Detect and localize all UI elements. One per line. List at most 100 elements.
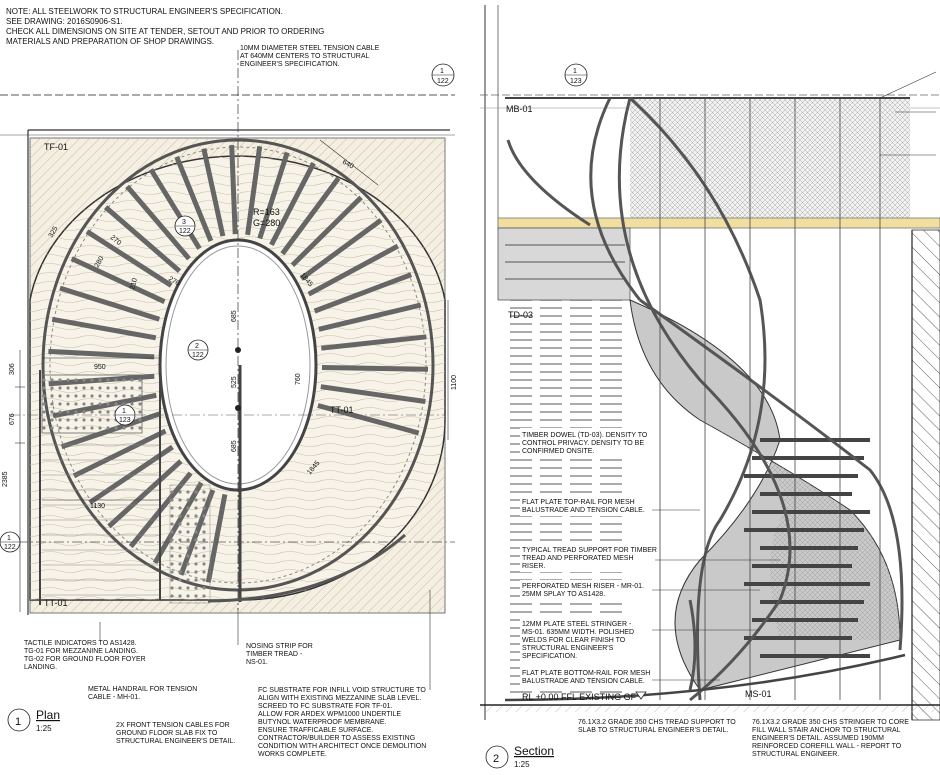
- going-label: G=280: [253, 218, 280, 228]
- mezzanine-slab: [497, 217, 940, 229]
- svg-text:BUTYNOL WATERPROOF MEMBRANE.: BUTYNOL WATERPROOF MEMBRANE.: [258, 719, 387, 726]
- section-callout-1-122[interactable]: 1 122: [431, 63, 455, 87]
- handrail-line: [49, 146, 427, 584]
- svg-text:TIMBER DOWEL (TD-03). DENSITY: TIMBER DOWEL (TD-03). DENSITY TO: [522, 432, 648, 439]
- svg-text:122: 122: [437, 78, 449, 85]
- svg-text:3: 3: [182, 219, 186, 226]
- level-marker-icon: [635, 691, 647, 700]
- svg-text:FC SUBSTRATE FOR INFILL VOID S: FC SUBSTRATE FOR INFILL VOID STRUCTURE T…: [258, 687, 426, 694]
- svg-text:STRUCTURAL ENGINEER'S DETAIL.: STRUCTURAL ENGINEER'S DETAIL.: [116, 738, 235, 745]
- note-nosing: NOSING STRIP FOR TIMBER TREAD - NS-01.: [246, 643, 313, 666]
- svg-text:1: 1: [15, 716, 21, 728]
- tread: [70, 256, 166, 304]
- tag-tf01: TF-01: [44, 142, 68, 152]
- note-backing: [520, 667, 650, 687]
- tread: [51, 316, 157, 341]
- svg-text:ENSURE TRAFFICABLE SURFACE.: ENSURE TRAFFICABLE SURFACE.: [258, 727, 373, 734]
- svg-text:1: 1: [7, 535, 11, 542]
- svg-text:685: 685: [231, 310, 238, 322]
- tread: [245, 146, 263, 236]
- svg-text:STRUCTURAL ENGINEER.: STRUCTURAL ENGINEER.: [752, 751, 839, 758]
- svg-text:REINFORCED COREFILL WALL - REP: REINFORCED COREFILL WALL - REPORT TO: [752, 743, 902, 750]
- svg-text:FLAT PLATE BOTTOM-RAIL FOR MES: FLAT PLATE BOTTOM-RAIL FOR MESH: [522, 670, 650, 677]
- svg-text:WELDS FOR CLEAR FINISH TO: WELDS FOR CLEAR FINISH TO: [522, 637, 626, 644]
- svg-text:210: 210: [129, 277, 139, 290]
- callout-2-122[interactable]: 2 122: [187, 339, 209, 361]
- svg-text:76.1X3.2 GRADE 350 CHS TREAD S: 76.1X3.2 GRADE 350 CHS TREAD SUPPORT TO: [578, 719, 736, 726]
- svg-text:TYPICAL TREAD SUPPORT FOR TIMB: TYPICAL TREAD SUPPORT FOR TIMBER: [522, 547, 657, 554]
- svg-text:760: 760: [295, 373, 302, 385]
- mesh-pattern: [630, 98, 910, 226]
- section-title-block: 2 Section 1:25: [485, 744, 554, 769]
- tread: [205, 493, 228, 583]
- tag-tt01: TT-01: [44, 598, 68, 608]
- level-label: RL +0.00 FFL EXISTING GF: [522, 692, 637, 702]
- svg-text:RISER.: RISER.: [522, 563, 545, 570]
- ground-slab: [480, 706, 940, 712]
- callout-1-123[interactable]: 1 123: [114, 404, 136, 426]
- centre-point: [235, 347, 241, 353]
- tread: [148, 168, 202, 250]
- svg-text:1: 1: [440, 68, 444, 75]
- svg-text:1:25: 1:25: [514, 760, 530, 769]
- section-view: MB-01 TD-03 MS-01 RL +0.00 FFL EXISTING …: [431, 5, 940, 769]
- svg-text:122: 122: [179, 228, 191, 235]
- svg-text:CONTRACTOR/BUILDER TO ASSESS E: CONTRACTOR/BUILDER TO ASSESS EXISTING: [258, 735, 415, 742]
- svg-text:1:25: 1:25: [36, 724, 52, 733]
- svg-text:122: 122: [4, 544, 16, 551]
- svg-text:12MM PLATE STEEL STRINGER -: 12MM PLATE STEEL STRINGER -: [522, 621, 632, 628]
- svg-text:325: 325: [48, 225, 60, 239]
- tread: [321, 365, 429, 372]
- tread-group: [48, 145, 429, 583]
- tread: [229, 145, 238, 235]
- svg-text:METAL HANDRAIL FOR TENSION: METAL HANDRAIL FOR TENSION: [88, 686, 197, 693]
- svg-text:TREAD AND PERFORATED MESH: TREAD AND PERFORATED MESH: [522, 555, 634, 562]
- section-callout-1-123[interactable]: 1 123: [564, 63, 588, 87]
- svg-text:TACTILE INDICATORS TO AS1428.: TACTILE INDICATORS TO AS1428.: [24, 640, 137, 647]
- tread: [269, 162, 316, 246]
- svg-text:640: 640: [341, 159, 355, 171]
- svg-text:STRUCTURAL ENGINEER'S: STRUCTURAL ENGINEER'S: [522, 645, 614, 652]
- tactile-tg02: [169, 484, 211, 604]
- tread: [290, 195, 363, 267]
- timber-planks: [42, 444, 160, 596]
- tread: [257, 151, 290, 240]
- tread: [201, 148, 226, 237]
- tread: [107, 459, 183, 529]
- svg-text:306: 306: [9, 363, 16, 375]
- callout-3-122[interactable]: 3 122: [174, 215, 196, 237]
- svg-text:BALUSTRADE AND TENSION CABLE.: BALUSTRADE AND TENSION CABLE.: [522, 507, 645, 514]
- general-note-line: CHECK ALL DIMENSIONS ON SITE AT TENDER, …: [6, 27, 324, 36]
- tag-tt01: TT-01: [330, 405, 354, 415]
- leader-lines-right: [879, 71, 937, 156]
- note-dowel: TIMBER DOWEL (TD-03). DENSITY TO CONTROL…: [522, 432, 648, 455]
- svg-text:2: 2: [493, 753, 499, 765]
- svg-text:GROUND FLOOR SLAB FIX TO: GROUND FLOOR SLAB FIX TO: [116, 730, 218, 737]
- helical-rails: [506, 96, 904, 702]
- bottom-handrail: [207, 533, 406, 603]
- tread: [320, 384, 426, 404]
- centre-point: [235, 405, 241, 411]
- note-backing: [520, 618, 650, 662]
- note-stringer: 12MM PLATE STEEL STRINGER - MS-01. 635MM…: [522, 621, 634, 660]
- note-tactile: TACTILE INDICATORS TO AS1428. TG-01 FOR …: [24, 640, 146, 671]
- svg-text:25MM SPLAY TO AS1428.: 25MM SPLAY TO AS1428.: [522, 591, 605, 598]
- svg-text:ALLOW FOR ARDEX WPM1000 UNDERT: ALLOW FOR ARDEX WPM1000 UNDERTILE: [258, 711, 401, 718]
- general-note-line: MATERIALS AND PREPARATION OF SHOP DRAWIN…: [6, 37, 214, 46]
- tread: [103, 205, 182, 273]
- tag-td03: TD-03: [508, 310, 533, 320]
- tread: [318, 302, 422, 332]
- tag-mb01: MB-01: [506, 104, 533, 114]
- callout-1-122[interactable]: 1 122: [0, 531, 21, 553]
- general-note-line: SEE DRAWING: 2016S0906-S1.: [6, 17, 123, 26]
- svg-text:TIMBER TREAD -: TIMBER TREAD -: [246, 651, 303, 658]
- svg-text:SPECIFICATION.: SPECIFICATION.: [522, 653, 577, 660]
- note-tread-support: TYPICAL TREAD SUPPORT FOR TIMBER TREAD A…: [522, 547, 657, 570]
- svg-text:950: 950: [94, 364, 106, 371]
- svg-text:123: 123: [119, 417, 131, 424]
- tread: [59, 285, 161, 322]
- svg-text:2: 2: [195, 343, 199, 350]
- note-toprail: FLAT PLATE TOP-RAIL FOR MESH BALUSTRADE …: [522, 499, 645, 514]
- svg-text:676: 676: [9, 413, 16, 425]
- mezzanine-landing: [497, 227, 631, 301]
